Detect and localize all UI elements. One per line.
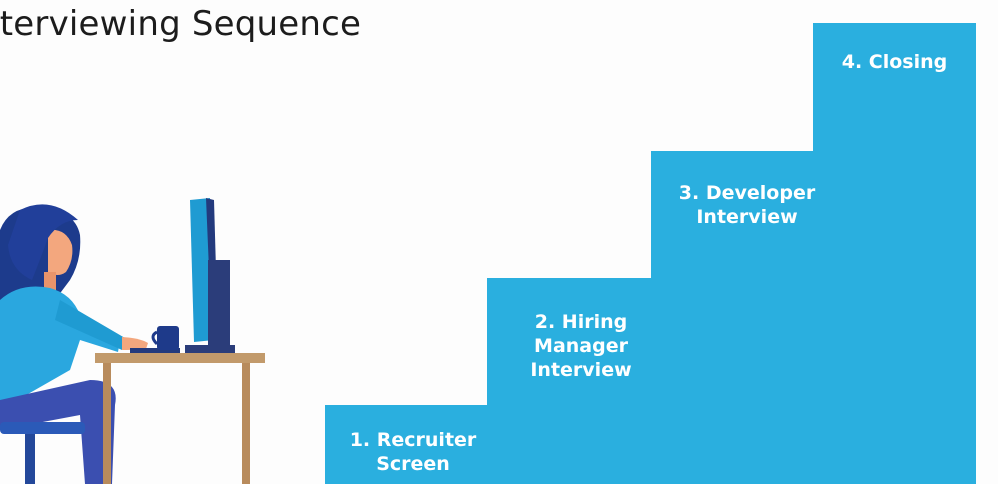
woman-at-computer-icon: [0, 198, 265, 484]
page-title: nterviewing Sequence: [0, 4, 362, 44]
step-1-block: [325, 405, 488, 484]
step-3-block: [651, 151, 814, 484]
step-2-label: 2. Hiring Manager Interview: [530, 311, 632, 381]
step-1-label: 1. Recruiter Screen: [349, 429, 477, 475]
step-4-label: 4. Closing: [841, 51, 948, 73]
step-3-label: 3. Developer Interview: [678, 182, 816, 228]
step-2-block: [487, 278, 652, 484]
step-4-block: [813, 23, 976, 484]
